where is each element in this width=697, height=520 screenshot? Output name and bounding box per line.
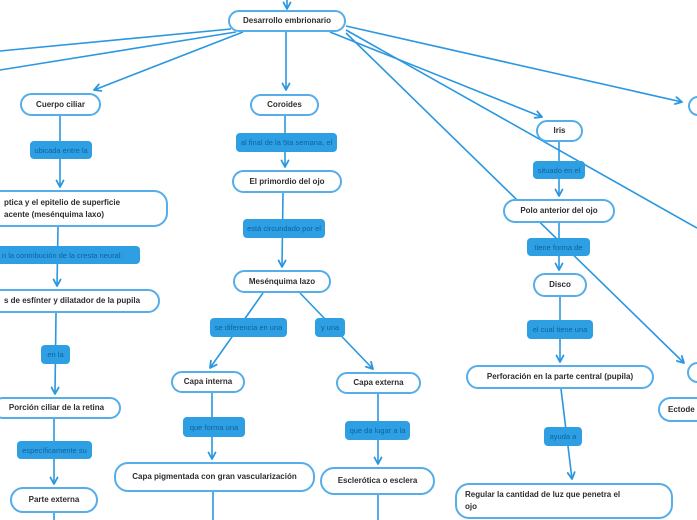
node-text: Coroides <box>267 100 302 109</box>
node-text: Porción ciliar de la retina <box>8 403 105 412</box>
link-label-en-la[interactable]: en la <box>41 345 70 364</box>
node-text: Esclerótica o esclera <box>337 476 418 485</box>
node-text: tiene forma de <box>534 242 583 252</box>
connector-line <box>93 31 244 92</box>
concept-node-polo-anterior-del-ojo[interactable]: Polo anterior del ojo <box>503 199 615 223</box>
node-text: específicamente su <box>22 445 87 455</box>
concept-node-coroides[interactable]: Coroides <box>250 94 319 116</box>
node-text: ubicada entre la <box>34 145 88 155</box>
node-text: Disco <box>549 280 571 289</box>
node-text: Polo anterior del ojo <box>520 206 598 215</box>
concept-node-optica-epitelio-superficie[interactable]: ptica y el epitelio de superficie acente … <box>0 190 168 227</box>
node-text: Mesénquima lazo <box>248 276 316 286</box>
concept-node-parte-externa[interactable]: Parte externa <box>10 487 98 513</box>
concept-node-disco[interactable]: Disco <box>533 273 587 297</box>
link-label-se-diferencia-en-una[interactable]: se diferencia en una <box>210 318 287 337</box>
concept-node-ectodermo[interactable]: Ectode <box>658 397 697 422</box>
node-text: Perforación en la parte central (pupila) <box>486 372 634 381</box>
concept-node-desarrollo-embrionario[interactable]: Desarrollo embrionario <box>228 10 346 32</box>
connector-line <box>329 31 543 119</box>
link-label-tiene-forma-de[interactable]: tiene forma de <box>527 238 590 256</box>
concept-node-iris[interactable]: Iris <box>536 120 583 142</box>
concept-node-cut-node-top-right[interactable] <box>688 96 697 116</box>
concept-node-capa-interna[interactable]: Capa interna <box>171 371 245 393</box>
concept-node-cut-node-mid-right[interactable] <box>687 362 697 383</box>
node-text: que da lugar a la <box>349 426 406 435</box>
node-text: se diferencia en una <box>214 323 283 332</box>
node-text: Capa externa <box>353 378 404 387</box>
concept-node-porcion-ciliar-retina[interactable]: Porción ciliar de la retina <box>0 397 121 419</box>
link-label-situado-en-el[interactable]: situado en el <box>533 161 585 179</box>
node-text: Iris <box>553 126 566 135</box>
concept-node-esfinter-dilatador-pupila[interactable]: s de esfínter y dilatador de la pupila <box>0 289 160 313</box>
connector-line <box>0 31 237 71</box>
node-text: ayuda a <box>549 432 577 441</box>
node-text: en la <box>47 350 64 359</box>
link-label-contribucion-cresta-neural[interactable]: n la contribución de la cresta neural: <box>0 246 140 264</box>
link-label-el-cual-tiene-una[interactable]: el cual tiene una <box>527 320 593 339</box>
node-text: Parte externa <box>28 495 80 504</box>
concept-node-esclerotica-o-esclera[interactable]: Esclerótica o esclera <box>320 467 435 495</box>
node-text: el cual tiene una <box>532 325 588 334</box>
concept-node-capa-pigmentada[interactable]: Capa pigmentada con gran vascularización <box>114 462 315 492</box>
concept-node-regular-cantidad-luz[interactable]: Regular la cantidad de luz que penetra e… <box>455 483 673 519</box>
node-text: El primordio del ojo <box>249 176 325 186</box>
node-text: n la contribución de la cresta neural: <box>2 250 123 260</box>
link-label-ayuda-a[interactable]: ayuda a <box>544 427 582 446</box>
link-label-y-una[interactable]: y una <box>315 318 345 337</box>
node-text: Ectode <box>668 404 695 414</box>
node-text: y una <box>320 323 340 332</box>
link-label-esta-circundado-por-el[interactable]: está circundado por el <box>243 219 325 238</box>
concept-node-primordio-del-ojo[interactable]: El primordio del ojo <box>232 170 342 193</box>
link-label-que-da-lugar-a-la[interactable]: que da lugar a la <box>345 421 410 440</box>
concept-node-capa-externa[interactable]: Capa externa <box>336 372 421 394</box>
link-label-ubicada-entre-la[interactable]: ubicada entre la <box>30 141 92 159</box>
concept-node-mesenquima-lazo[interactable]: Mesénquima lazo <box>233 270 331 293</box>
node-text: Capa pigmentada con gran vascularización <box>132 472 297 481</box>
connector-line <box>345 25 683 105</box>
link-label-que-forma-una[interactable]: que forma una <box>183 417 245 437</box>
node-text: está circundado por el <box>247 224 321 233</box>
node-text: Desarrollo embrionario <box>242 16 332 25</box>
concept-node-cuerpo-ciliar[interactable]: Cuerpo ciliar <box>20 93 101 116</box>
node-text: al final de la 5ta semana, el <box>240 138 333 147</box>
node-text: Capa interna <box>183 377 233 386</box>
connector-line <box>0 28 232 52</box>
node-text: Regular la cantidad de luz que penetra e… <box>465 490 621 499</box>
node-text: ptica y el epitelio de superficie <box>4 197 121 207</box>
node-text: acente (mesénquima laxo) <box>4 209 105 219</box>
link-label-al-final-5ta-semana[interactable]: al final de la 5ta semana, el <box>236 133 337 152</box>
node-text: Cuerpo ciliar <box>36 99 85 109</box>
concept-node-perforacion-parte-central[interactable]: Perforación en la parte central (pupila) <box>466 365 654 389</box>
node-text: s de esfínter y dilatador de la pupila <box>4 296 141 305</box>
link-label-especificamente-su[interactable]: específicamente su <box>17 441 92 459</box>
connector-line <box>345 32 685 364</box>
node-text: situado en el <box>537 165 581 175</box>
node-text: que forma una <box>189 422 239 432</box>
node-text: ojo <box>465 502 477 511</box>
